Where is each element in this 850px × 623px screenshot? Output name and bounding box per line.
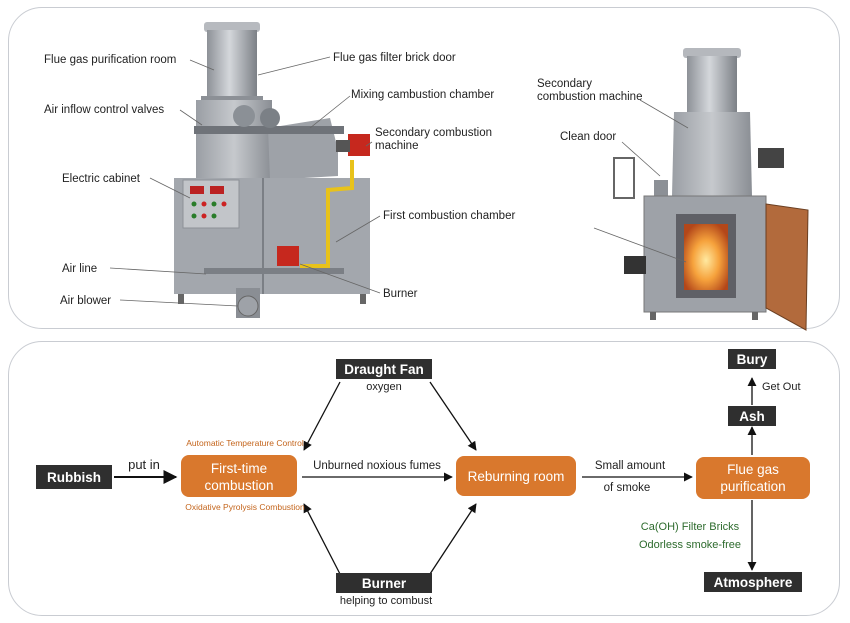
left-leader-lines (109, 56, 381, 307)
node-draught-fan (336, 359, 432, 379)
node-first-time-line1: First-time (211, 461, 267, 476)
annotation-get-out: Get Out (762, 381, 801, 393)
node-flue-gas-line2: purification (720, 479, 785, 494)
annotation-oxidative: Oxidative Pyrolysis Combustion (185, 502, 305, 512)
annotation-put-in: put in (128, 457, 160, 472)
label-secondary-combustion-line2: machine (375, 140, 418, 152)
annotation-auto-temp: Automatic Temperature Control (186, 438, 304, 448)
label-clean-door: Clean door (560, 131, 616, 143)
annotation-filter-bricks: Ca(OH) Filter Bricks (641, 521, 740, 533)
flow-nodes: Rubbish First-time combustion Draught Fa… (36, 349, 810, 593)
node-flue-gas-line1: Flue gas (727, 462, 779, 477)
node-first-time-combustion (181, 455, 297, 497)
label-first-combustion-chamber: First combustion chamber (383, 210, 515, 222)
annotation-of-smoke: of smoke (604, 482, 651, 494)
node-burner (336, 573, 432, 593)
node-atmosphere-text: Atmosphere (714, 575, 793, 590)
label-electric-cabinet: Electric cabinet (62, 173, 141, 185)
node-flue-gas-purification (696, 457, 810, 499)
label-flue-gas-filter-brick-door: Flue gas filter brick door (333, 52, 456, 64)
machine-labels: Flue gas purification room Air inflow co… (44, 52, 642, 307)
node-reburning-text: Reburning room (468, 469, 565, 484)
node-reburning-room (456, 456, 576, 496)
label-air-blower: Air blower (60, 295, 111, 307)
label-air-inflow-control-valves: Air inflow control valves (44, 104, 164, 116)
node-ash (728, 406, 776, 426)
annotation-small-amount: Small amount (595, 460, 666, 472)
node-draught-fan-text: Draught Fan (344, 362, 424, 377)
left-incinerator-illustration (174, 22, 370, 318)
node-ash-text: Ash (739, 409, 765, 424)
label-right-secondary-line2: combustion machine (537, 91, 642, 103)
right-leader-lines (593, 99, 689, 263)
annotation-oxygen: oxygen (366, 381, 401, 393)
annotation-helping: helping to combust (340, 595, 432, 607)
node-rubbish-text: Rubbish (47, 470, 101, 485)
node-bury (728, 349, 776, 369)
node-bury-text: Bury (737, 352, 768, 367)
label-right-secondary-line1: Secondary (537, 78, 592, 90)
flow-arrows (114, 377, 757, 575)
label-mixing-combustion-chamber: Mixing cambustion chamber (351, 89, 494, 101)
label-air-line: Air line (62, 263, 97, 275)
label-burner: Burner (383, 288, 418, 300)
annotation-odorless: Odorless smoke-free (639, 539, 741, 551)
label-secondary-combustion-line1: Secondary combustion (375, 127, 492, 139)
right-incinerator-illustration (613, 48, 809, 331)
node-rubbish (36, 465, 112, 489)
flow-annotations: put in Automatic Temperature Control Oxi… (128, 381, 800, 607)
label-flue-gas-purification-room: Flue gas purification room (44, 54, 176, 66)
annotation-unburned: Unburned noxious fumes (313, 460, 441, 472)
node-atmosphere (704, 572, 802, 592)
node-first-time-line2: combustion (204, 478, 273, 493)
node-burner-text: Burner (362, 576, 407, 591)
